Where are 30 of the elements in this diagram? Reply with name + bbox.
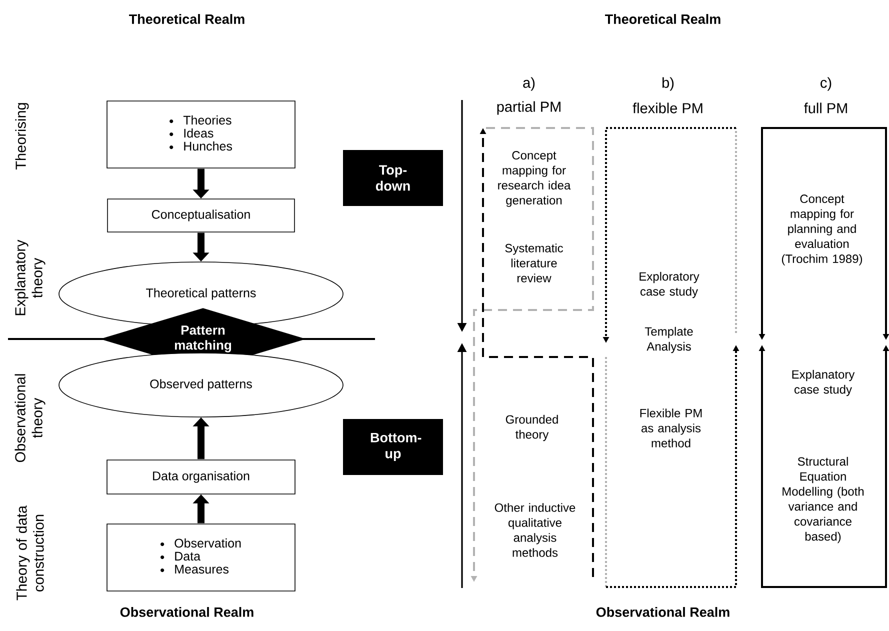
method-text: Concept mapping for research idea generation: [498, 151, 571, 207]
column-heading: a): [523, 77, 535, 91]
direction-box: Top-down: [343, 150, 443, 206]
method-text: Explanatory case study: [792, 370, 855, 396]
realm-heading: Observational Realm: [596, 607, 730, 617]
method-text: Template Analysis: [644, 326, 693, 354]
column-heading: full PM: [804, 102, 847, 114]
process-box: Data organisation: [106, 460, 296, 494]
level-label: Theory of data construction: [16, 505, 44, 600]
column-heading: b): [662, 77, 674, 91]
column-heading: flexible PM: [632, 102, 702, 114]
list-box: Observation Data Measures: [106, 524, 296, 592]
method-text: Other inductive qualitative analysis methods: [494, 503, 576, 557]
method-text: Concept mapping for planning and evaluation (Trochim 1989): [782, 194, 862, 266]
method-text: Flexible PM as analysis method: [640, 408, 702, 448]
method-text: Systematic literature review: [505, 244, 564, 282]
realm-heading: Theoretical Realm: [129, 14, 244, 24]
level-label: Theorising: [15, 103, 29, 170]
method-text: Structural Equation Modelling (both variance and covariance based): [782, 456, 864, 544]
process-box: Conceptualisation: [107, 198, 295, 232]
direction-box: Bottom-up: [343, 418, 443, 475]
level-label: Observational theory: [14, 374, 46, 462]
column-heading: partial PM: [497, 101, 560, 115]
method-text: Grounded theory: [506, 414, 558, 442]
realm-heading: Observational Realm: [120, 607, 254, 617]
column-heading: c): [820, 77, 832, 91]
realm-heading: Theoretical Realm: [605, 14, 720, 24]
method-text: Exploratory case study: [640, 272, 700, 298]
list-box: Theories Ideas Hunches: [106, 100, 296, 168]
level-label: Explanatory theory: [14, 240, 46, 316]
